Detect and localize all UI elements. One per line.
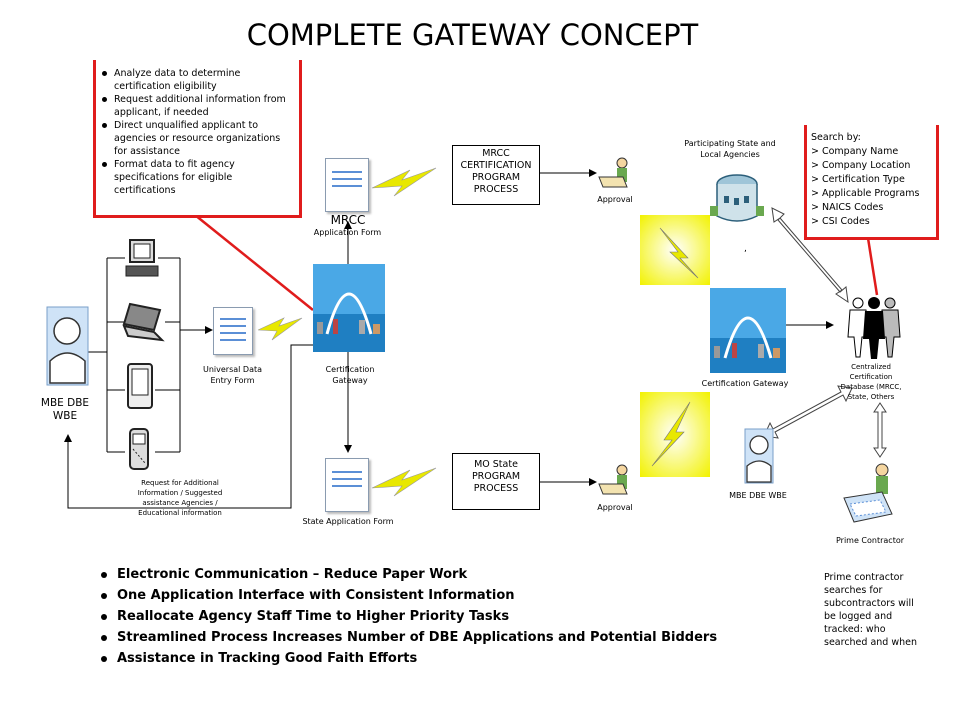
applicant-person-icon bbox=[45, 305, 90, 387]
search-item: > Company Location bbox=[811, 160, 911, 171]
benefit-item: Electronic Communication – Reduce Paper … bbox=[95, 564, 735, 585]
universal-form-document-icon bbox=[213, 307, 253, 355]
desktop-computer-icon bbox=[124, 238, 160, 280]
mrcc-process-box: MRCC CERTIFICATION PROGRAM PROCESS bbox=[452, 145, 540, 205]
prime-contractor-icon bbox=[842, 462, 894, 526]
benefit-item: Reallocate Agency Staff Time to Higher P… bbox=[95, 606, 735, 627]
benefits-list: Electronic Communication – Reduce Paper … bbox=[95, 564, 735, 669]
benefit-item: Assistance in Tracking Good Faith Effort… bbox=[95, 648, 735, 669]
mbe-person-icon bbox=[744, 428, 774, 484]
gateway-arch-image bbox=[313, 264, 385, 352]
analysis-callout: Analyze data to determine certification … bbox=[93, 60, 302, 218]
prime-label: Prime Contractor bbox=[835, 536, 905, 545]
database-people-icon bbox=[840, 297, 908, 359]
agency-building-icon bbox=[710, 170, 765, 230]
pda-icon bbox=[122, 362, 156, 412]
state-document-icon bbox=[325, 458, 369, 512]
search-item: > Applicable Programs bbox=[811, 188, 920, 199]
page-title: COMPLETE GATEWAY CONCEPT bbox=[246, 18, 699, 52]
state-form-label: State Application Form bbox=[302, 517, 394, 526]
approval-desk-icon bbox=[597, 155, 631, 191]
participating-agencies-label: Participating State and Local Agencies bbox=[684, 139, 776, 159]
benefit-item: One Application Interface with Consisten… bbox=[95, 585, 735, 606]
applicant-label: MBE DBE WBE bbox=[40, 397, 90, 422]
approval-top-label: Approval bbox=[597, 195, 633, 204]
laptop-icon bbox=[120, 300, 166, 344]
mrcc-doc-label: MRCC bbox=[330, 213, 366, 227]
cell-phone-icon bbox=[124, 423, 154, 471]
mrcc-process-text: MRCC CERTIFICATION PROGRAM PROCESS bbox=[460, 148, 532, 195]
prime-note: Prime contractor searches for subcontrac… bbox=[824, 572, 918, 648]
callout-item: Format data to fit agency specifications… bbox=[96, 158, 295, 197]
approval-desk-icon bbox=[597, 462, 631, 498]
double-arrow-agencies-db bbox=[771, 207, 849, 304]
callout-item: Request additional information from appl… bbox=[96, 93, 295, 119]
request-info-label: Request for Additional Information / Sug… bbox=[137, 479, 223, 517]
mrcc-document-icon bbox=[325, 158, 369, 212]
search-item: > Certification Type bbox=[811, 174, 905, 185]
mo-process-box: MO State PROGRAM PROCESS bbox=[452, 453, 540, 510]
search-callout: Search by: > Company Name > Company Loca… bbox=[804, 125, 939, 240]
mo-process-text: MO State PROGRAM PROCESS bbox=[471, 459, 521, 494]
stray-comma: , bbox=[744, 244, 747, 254]
callout-item: Analyze data to determine certification … bbox=[96, 67, 295, 93]
search-heading: Search by: bbox=[811, 132, 861, 143]
gateway-arch-image-right bbox=[710, 288, 786, 373]
search-item: > Company Name bbox=[811, 146, 899, 157]
central-db-label: Centralized Certification Database (MRCC… bbox=[840, 363, 902, 401]
gateway-left-label: Certification Gateway bbox=[325, 365, 375, 385]
lightning-icon bbox=[257, 167, 437, 497]
approval-bottom-label: Approval bbox=[597, 503, 633, 512]
search-item: > CSI Codes bbox=[811, 216, 870, 227]
search-pointer bbox=[866, 237, 879, 296]
callout-item: Direct unqualified applicant to agencies… bbox=[96, 119, 295, 158]
universal-form-label: Universal Data Entry Form bbox=[202, 365, 263, 385]
double-arrow-prime-db bbox=[873, 402, 887, 458]
search-item: > NAICS Codes bbox=[811, 202, 884, 213]
gateway-right-label: Certification Gateway bbox=[701, 379, 789, 388]
application-form-label: Application Form bbox=[313, 228, 382, 237]
callout-pointer bbox=[194, 214, 314, 311]
signal-square-top bbox=[640, 215, 710, 285]
mbe-right-label: MBE DBE WBE bbox=[729, 491, 787, 500]
benefit-item: Streamlined Process Increases Number of … bbox=[95, 627, 735, 648]
